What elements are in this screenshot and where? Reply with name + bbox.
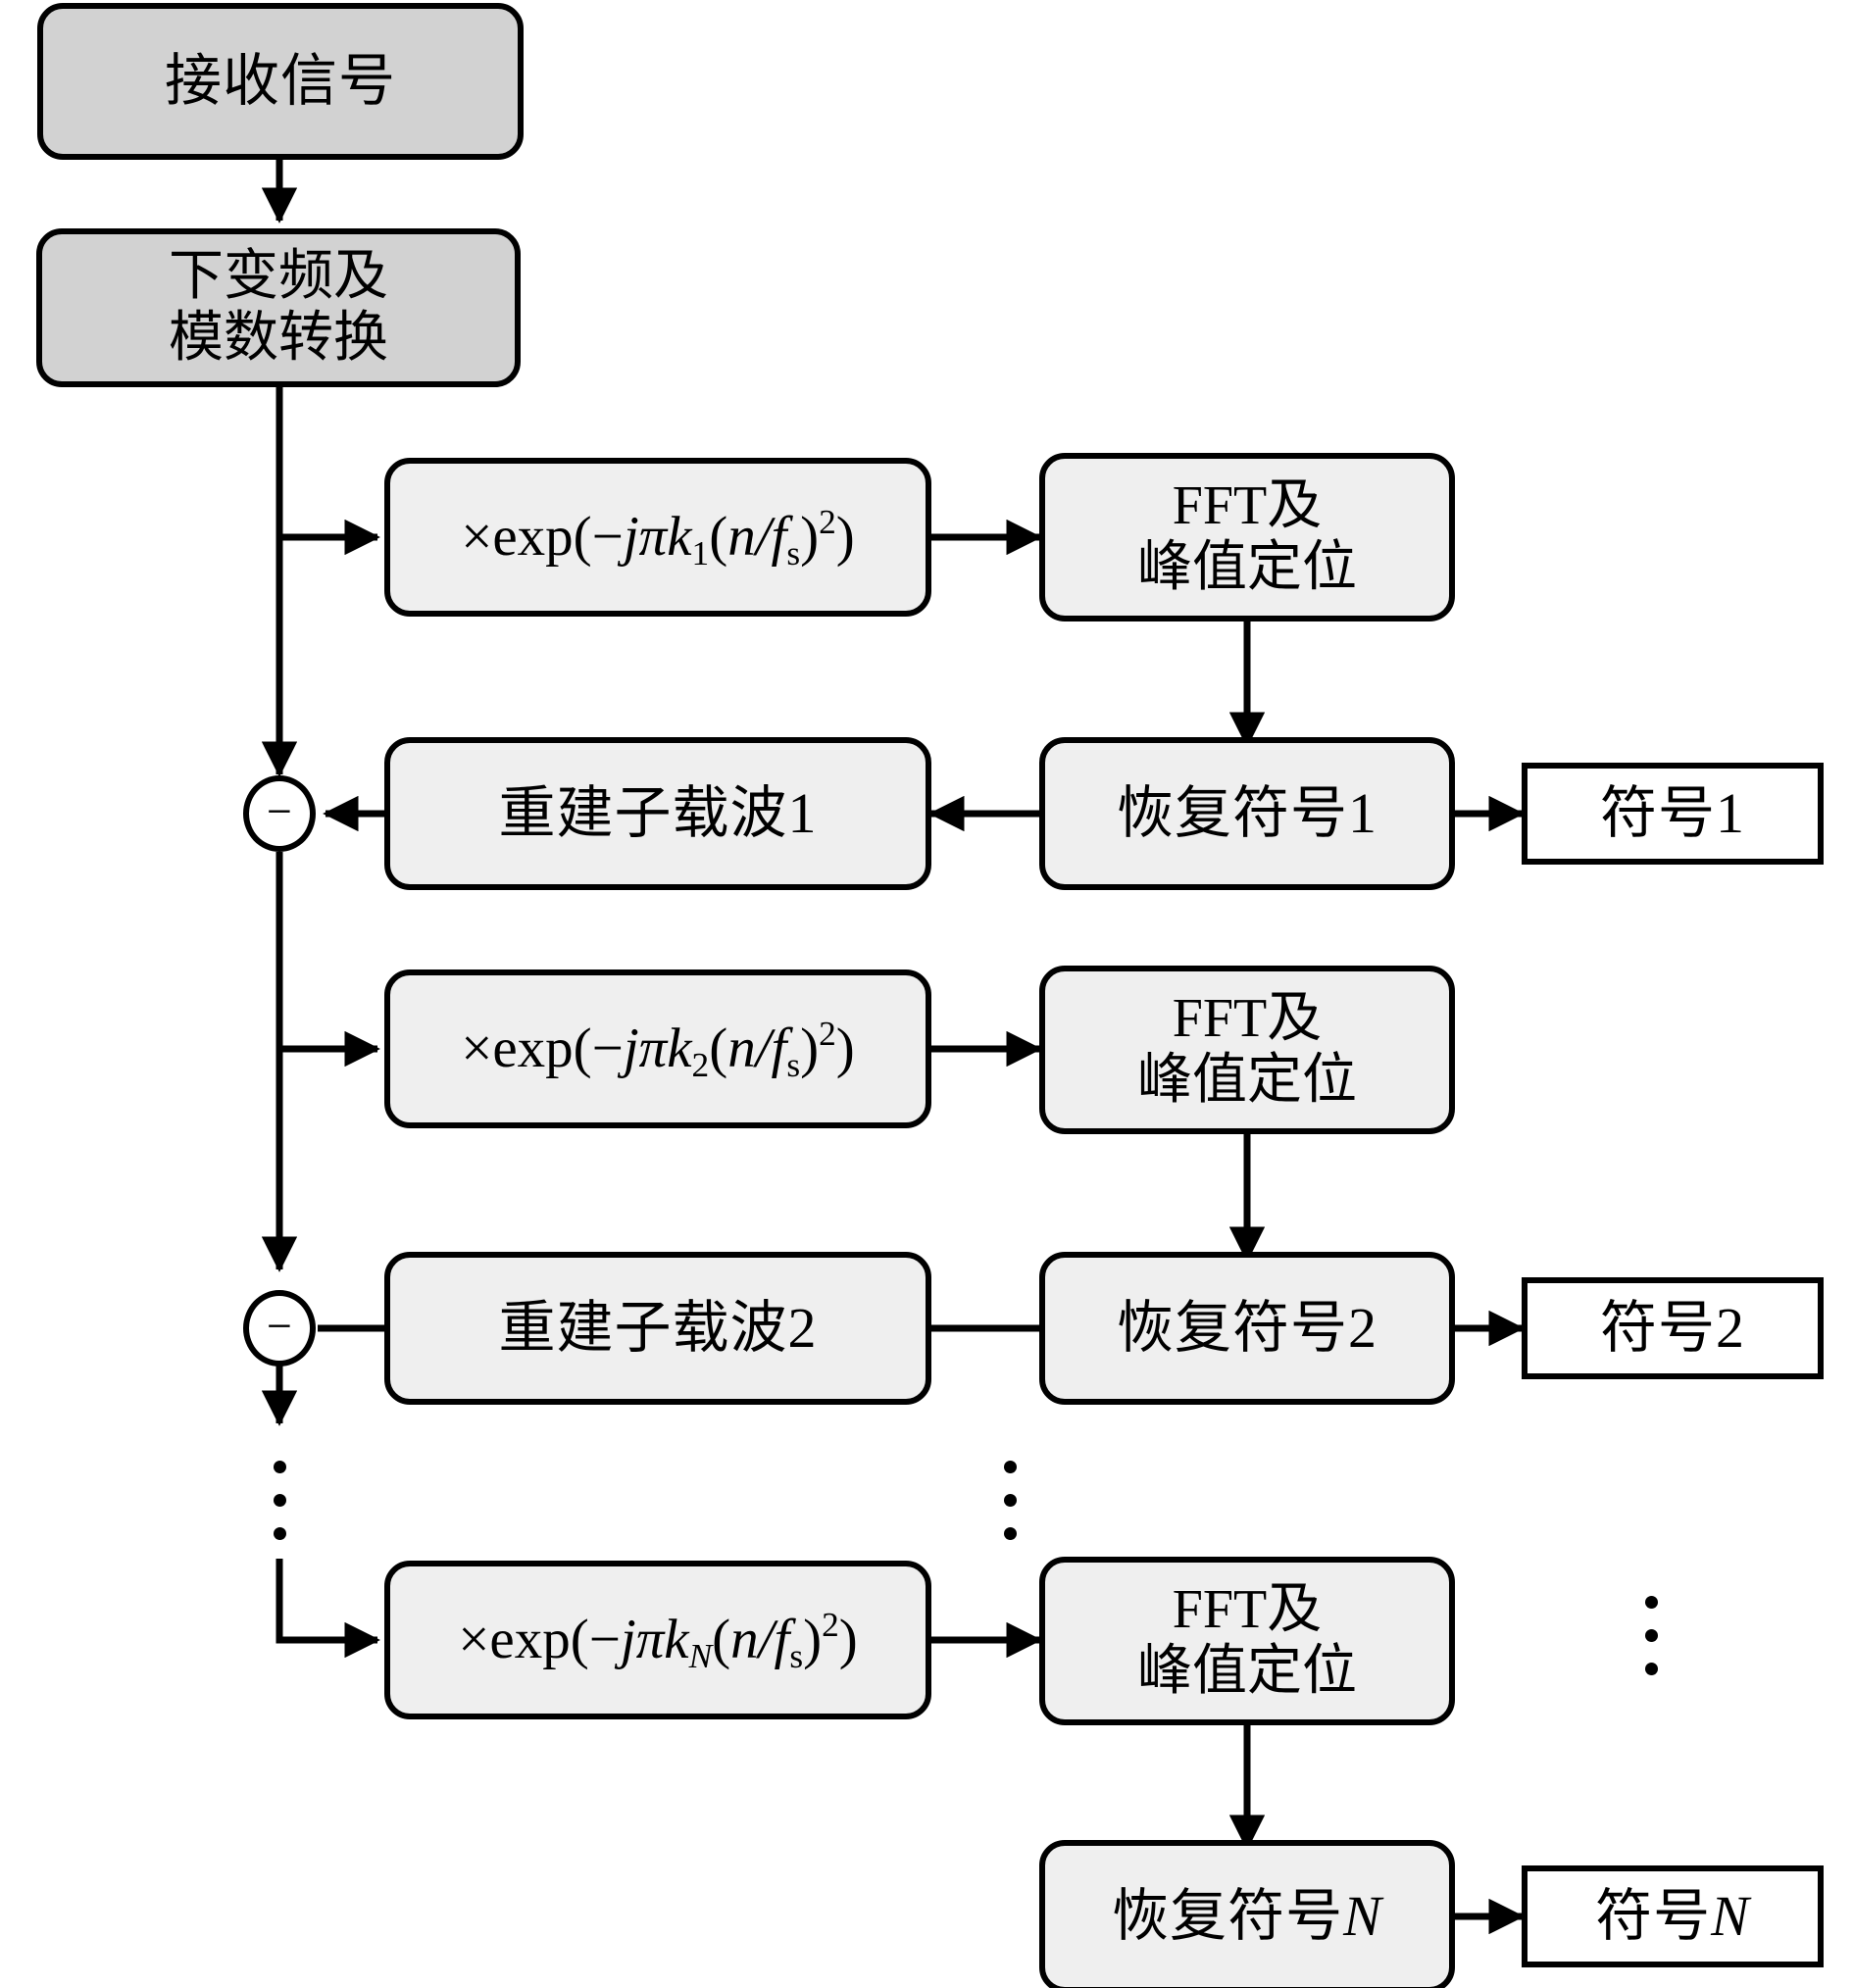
dechirp-exp-N-index: N — [688, 1636, 713, 1675]
node-symbol-output-N[interactable]: 符号N — [1522, 1865, 1824, 1967]
dechirp-exp-2-index: 2 — [691, 1045, 710, 1084]
node-fft-peak-2[interactable]: FFT及 峰值定位 — [1039, 966, 1455, 1134]
node-recover-symbol-N-label: 恢复符号N — [1112, 1883, 1382, 1949]
dechirp-exp-2-formula: ×exp(−jπk2(n/fs)2) — [461, 1015, 855, 1084]
node-fft-peak-N[interactable]: FFT及 峰值定位 — [1039, 1557, 1455, 1725]
node-symbol-output-N-label: 符号N — [1595, 1883, 1750, 1949]
fft-peak-N-label: FFT及 峰值定位 — [1137, 1579, 1357, 1702]
node-recover-symbol-N[interactable]: 恢复符号N — [1039, 1840, 1455, 1988]
symbol-N-index: N — [1711, 1883, 1750, 1948]
node-symbol-output-1[interactable]: 符号1 — [1522, 763, 1824, 865]
downconvert-line-1: 下变频及 — [169, 246, 388, 308]
node-recover-symbol-2[interactable]: 恢复符号2 — [1039, 1252, 1455, 1405]
dechirp-exp-1-index: 1 — [691, 533, 710, 572]
node-dechirp-exp-1[interactable]: ×exp(−jπk1(n/fs)2) — [384, 458, 931, 617]
node-rebuild-subcarrier-2[interactable]: 重建子载波2 — [384, 1252, 931, 1405]
node-dechirp-exp-2[interactable]: ×exp(−jπk2(n/fs)2) — [384, 969, 931, 1128]
ellipsis-right — [1645, 1596, 1659, 1675]
subtract-node-2[interactable]: − — [243, 1290, 316, 1367]
node-rebuild-subcarrier-1-label: 重建子载波1 — [498, 780, 818, 845]
node-fft-peak-1[interactable]: FFT及 峰值定位 — [1039, 453, 1455, 621]
node-downconvert-adc-label: 下变频及 模数转换 — [169, 246, 388, 369]
node-dechirp-exp-N[interactable]: ×exp(−jπkN(n/fs)2) — [384, 1561, 931, 1719]
node-downconvert-adc[interactable]: 下变频及 模数转换 — [36, 228, 521, 387]
symbol-N-text: 符号 — [1595, 1883, 1712, 1948]
node-recover-symbol-1[interactable]: 恢复符号1 — [1039, 737, 1455, 890]
node-recover-symbol-2-label: 恢复符号2 — [1116, 1295, 1377, 1360]
fft-line-1: FFT及 — [1172, 1579, 1323, 1641]
node-rebuild-subcarrier-1[interactable]: 重建子载波1 — [384, 737, 931, 890]
dechirp-exp-N-formula: ×exp(−jπkN(n/fs)2) — [458, 1606, 858, 1675]
branch-to-exp-N — [275, 1559, 380, 1659]
fft-line-2: 峰值定位 — [1137, 537, 1357, 598]
fft-line-2: 峰值定位 — [1137, 1050, 1357, 1111]
fft-line-1: FFT及 — [1172, 988, 1323, 1050]
recover-N-index: N — [1343, 1883, 1382, 1948]
subtract-node-1-sign: − — [267, 785, 292, 836]
ellipsis-left — [274, 1461, 287, 1540]
ellipsis-middle — [1004, 1461, 1018, 1540]
subtract-node-1[interactable]: − — [243, 775, 316, 852]
node-symbol-output-1-label: 符号1 — [1599, 780, 1745, 845]
node-symbol-output-2-label: 符号2 — [1599, 1295, 1745, 1360]
node-received-signal-label: 接收信号 — [164, 48, 396, 113]
dechirp-exp-1-formula: ×exp(−jπk1(n/fs)2) — [461, 503, 855, 572]
fft-line-2: 峰值定位 — [1137, 1641, 1357, 1702]
fft-peak-1-label: FFT及 峰值定位 — [1137, 475, 1357, 598]
fft-line-1: FFT及 — [1172, 475, 1323, 537]
node-rebuild-subcarrier-2-label: 重建子载波2 — [498, 1295, 818, 1360]
fft-peak-2-label: FFT及 峰值定位 — [1137, 988, 1357, 1111]
node-symbol-output-2[interactable]: 符号2 — [1522, 1277, 1824, 1379]
subtract-node-2-sign: − — [267, 1300, 292, 1351]
node-recover-symbol-1-label: 恢复符号1 — [1116, 780, 1377, 845]
recover-N-text: 恢复符号 — [1112, 1883, 1344, 1948]
node-received-signal[interactable]: 接收信号 — [37, 3, 524, 160]
downconvert-line-2: 模数转换 — [169, 308, 388, 369]
